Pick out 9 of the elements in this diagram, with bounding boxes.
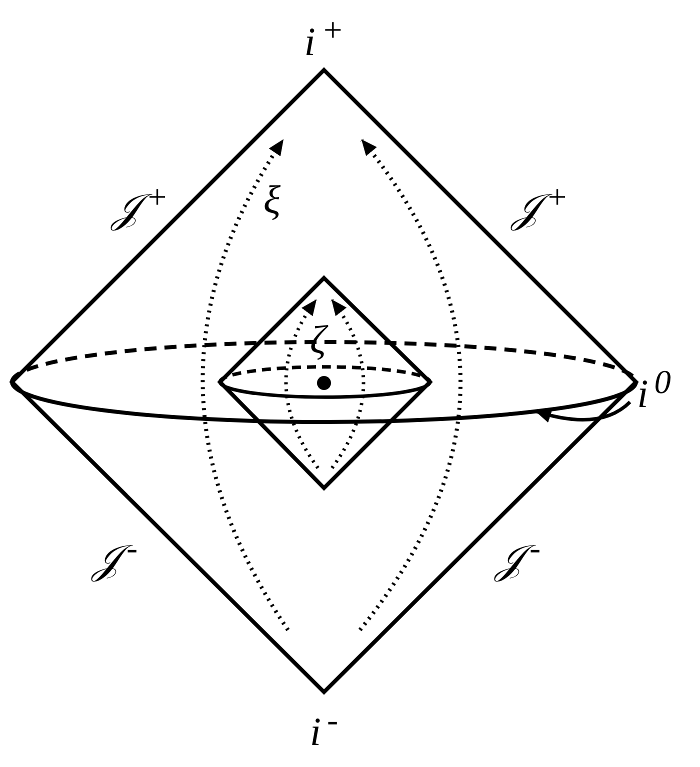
point-label: i$^{+}$ xyxy=(304,14,344,62)
boundary-label: 𝒥$^{-}$ xyxy=(92,532,138,580)
boundary-label: 𝒥$^{+}$ xyxy=(112,180,168,230)
point-label: i$^{0}$ xyxy=(637,366,671,414)
boundary-label: 𝒥$^{-}$ xyxy=(495,532,541,580)
leader-line xyxy=(535,400,632,422)
vector-label: ξ xyxy=(263,180,281,220)
point-label: i$^{-}$ xyxy=(310,704,338,752)
boundary-label: 𝒥$^{+}$ xyxy=(512,180,568,230)
